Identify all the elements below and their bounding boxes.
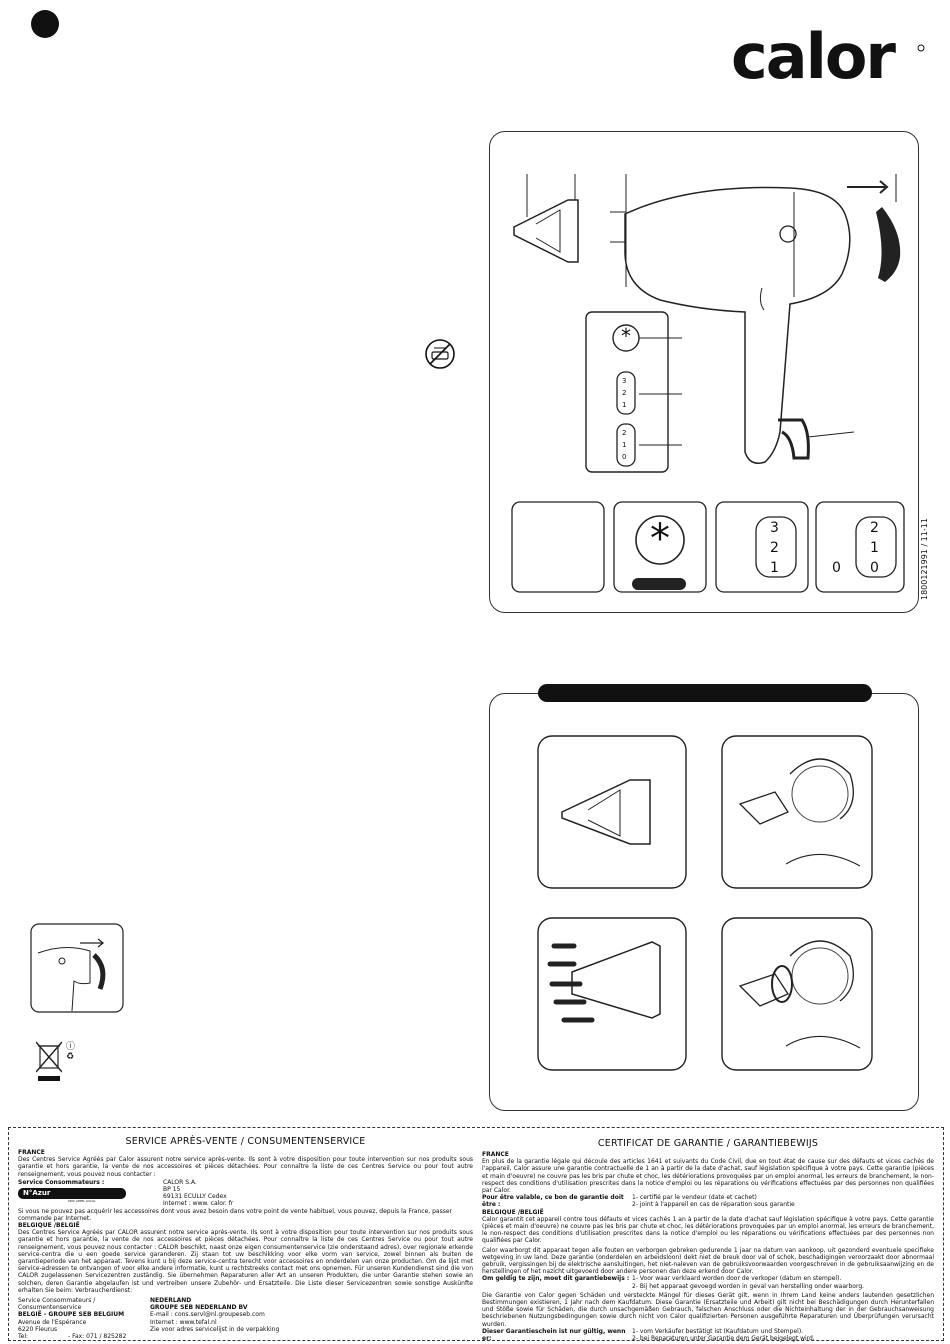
info-recycle-icons: ⓘ♻ <box>66 1042 76 1062</box>
warranty-valid-2: 2- joint à l'appareil en cas de réparati… <box>632 1201 795 1209</box>
speed-level-1: 1 <box>870 540 879 556</box>
warranty-belgium-text: Calor garantit cet appareil contre tous … <box>482 1215 934 1245</box>
heat-level-small-2: 2 <box>622 389 627 397</box>
dryer-diagram-panel: * * 3 2 1 2 1 0 3 2 1 2 1 0 0 <box>489 131 919 613</box>
azur-sub: PRIX APPEL LOCAL <box>68 1199 96 1204</box>
be-contact-4: Avenue de l'Espérance <box>18 1318 87 1326</box>
weee-bin-icon <box>36 1040 62 1082</box>
logo-text: calor <box>731 20 896 90</box>
azur-label: N°Azur <box>23 1189 51 1198</box>
service-consumer-label: Service Consommateurs : <box>18 1178 105 1186</box>
warranty-belgium-heading: BELGIQUE /BELGIË <box>482 1208 544 1216</box>
warranty-valid-1: 1- certifié par le vendeur (date et cach… <box>632 1194 757 1202</box>
service-column: SERVICE APRÈS-VENTE / CONSUMENTENSERVICE… <box>18 1136 473 1340</box>
warranty-nl-valid-1: 1- Voor waar verklaard worden door de ve… <box>632 1275 842 1283</box>
accessories-illustration <box>537 735 873 1071</box>
address-line-1: CALOR S.A. <box>163 1178 197 1186</box>
nl-line-4: Zie voor adres servicelijst in de verpak… <box>150 1325 280 1333</box>
warranty-nl-valid-label: Om geldig te zijn, moet dit garantiebewi… <box>482 1275 630 1283</box>
warranty-valid-label: Pour être valable, ce bon de garantie do… <box>482 1194 624 1209</box>
accessories-header-bar <box>538 684 872 702</box>
be-contact-1: Service Consommateurs / <box>18 1297 96 1305</box>
address-line-3: 69131 ECULLY Cedex <box>163 1193 227 1201</box>
service-title: SERVICE APRÈS-VENTE / CONSUMENTENSERVICE <box>125 1136 366 1147</box>
service-belgium-heading: BELGIQUE /BELGIË <box>18 1222 80 1230</box>
speed-level-0: 0 <box>870 560 879 576</box>
document-code: 1800121991 / 11-11 <box>920 518 929 600</box>
warranty-column: CERTIFICAT DE GARANTIE / GARANTIEBEWIJS … <box>482 1138 934 1342</box>
no-bath-warning-icon <box>424 338 456 370</box>
filter-removal-illustration <box>30 923 124 1013</box>
page-marker-dot <box>31 10 59 38</box>
service-belgium-text: Des Centres Service Agréés par CALOR ass… <box>18 1229 473 1294</box>
warranty-france-text: En plus de la garantie légale qui découl… <box>482 1158 934 1195</box>
heat-level-3: 3 <box>770 520 779 536</box>
nl-line-2: E-mail : cons.servl@nl.groupeseb.com <box>150 1311 265 1319</box>
nl-line-3: Internet : www.tefal.nl <box>150 1318 217 1326</box>
warranty-de-valid-label: Dieser Garantieschein ist nur gültig, we… <box>482 1327 626 1343</box>
warranty-france-heading: FRANCE <box>482 1151 509 1158</box>
cool-shot-symbol-large: * <box>650 516 670 562</box>
address-line-4: Internet : www. calor. fr <box>163 1200 234 1208</box>
speed-label-0-left: 0 <box>832 560 841 576</box>
dryer-anatomy-illustration <box>511 174 905 593</box>
warranty-title: CERTIFICAT DE GARANTIE / GARANTIEBEWIJS <box>597 1138 819 1149</box>
heat-level-2: 2 <box>770 540 779 556</box>
be-contact-tel: Tel: <box>18 1333 29 1341</box>
speed-level-small-2: 2 <box>622 429 627 437</box>
service-france-heading: FRANCE <box>18 1149 45 1156</box>
cool-shot-symbol-small: * <box>621 324 631 348</box>
warranty-nl-text: Calor waarborgt dit apparaat tegen alle … <box>482 1246 934 1276</box>
service-warranty-section <box>8 1127 944 1341</box>
warranty-de-text: Die Garantie von Calor gegen Schäden und… <box>482 1291 934 1328</box>
be-contact-fax: - Fax: 071 / 825282 <box>68 1333 127 1341</box>
accessories-panel <box>489 684 919 1111</box>
service-france-note: Si vous ne pouvez pas acquérir les acces… <box>18 1207 452 1222</box>
service-france-text: Des Centres Service Agréés par Calor ass… <box>18 1156 473 1178</box>
address-line-2: BP 15 <box>163 1186 181 1194</box>
warranty-de-valid-1: 1- vom Verkäufer bestätigt ist (Kaufdatu… <box>632 1327 804 1335</box>
nl-line-1: GROUPE SEB NEDERLAND BV <box>150 1304 248 1312</box>
speed-level-small-1: 1 <box>622 441 627 449</box>
speed-level-2: 2 <box>870 520 879 536</box>
be-contact-5: 6220 Fleurus <box>18 1325 58 1333</box>
heat-level-small-3: 3 <box>622 377 627 385</box>
warranty-nl-valid-2: 2- Bij het apparaat gevoegd worden in ge… <box>632 1282 865 1290</box>
speed-level-small-0: 0 <box>622 453 627 461</box>
warranty-de-valid-2: 2- bei Reparaturen unter Garantie dem Ge… <box>632 1335 815 1343</box>
be-contact-3: BELGIË - GROUPE SEB BELGIUM <box>18 1311 125 1319</box>
nl-heading: NEDERLAND <box>150 1297 192 1305</box>
heat-level-1: 1 <box>770 560 779 576</box>
azur-number-badge: N°Azur <box>18 1188 126 1200</box>
be-contact-2: Consumentenservice <box>18 1304 82 1312</box>
heat-level-small-1: 1 <box>622 401 627 409</box>
calor-logo: calor <box>725 10 930 90</box>
